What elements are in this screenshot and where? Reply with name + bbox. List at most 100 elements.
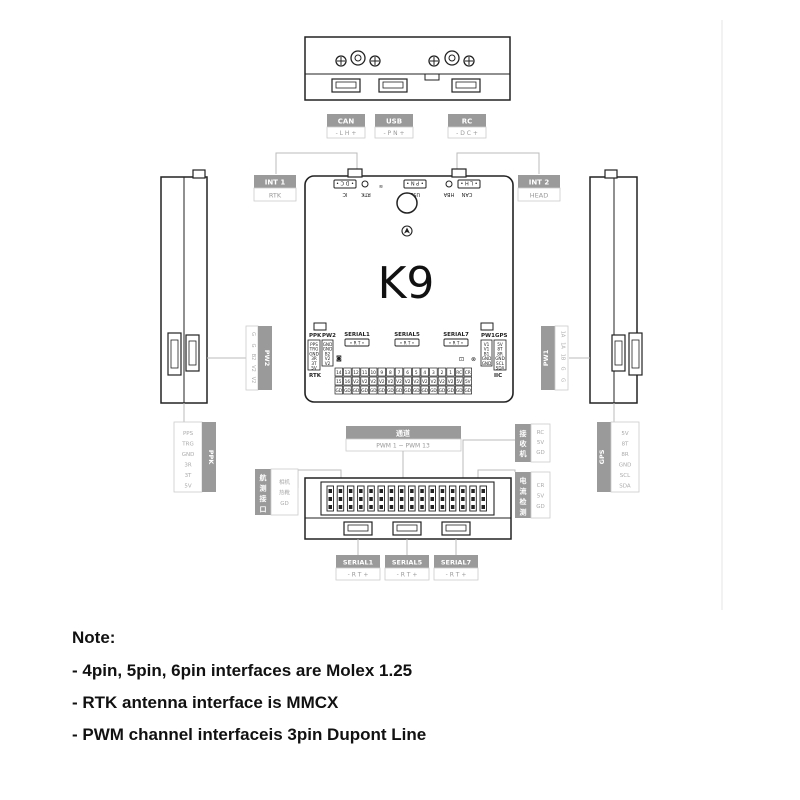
can-label: CAN - L H +: [326, 114, 366, 139]
pwm-pin-cell: [394, 367, 404, 377]
pwm-pin-label: GD: [413, 388, 420, 394]
rc-port: [451, 78, 481, 93]
pwm-pin-label: RC: [456, 370, 462, 376]
pwm-pin-cell: [437, 385, 447, 395]
iic-text: IIC: [494, 373, 502, 379]
board-serial-pins: • R T •: [449, 341, 463, 346]
pwm-pin-cell: [429, 385, 438, 395]
pin-hole: [461, 505, 465, 509]
usb-text: USB: [409, 191, 420, 197]
pwm-pin-cell: [455, 367, 464, 377]
pwm-pin-cell: [437, 367, 447, 377]
pwm-pin-cell: [369, 385, 378, 395]
side-pin-label: GND: [182, 452, 195, 458]
can-label-title: CAN: [338, 118, 355, 126]
pin-hole: [348, 489, 353, 493]
pwm-pin-cell: [412, 385, 421, 395]
pwm-pin-cell: [412, 367, 421, 377]
side-pin-label: GND: [619, 463, 632, 469]
survey-interface-title: 航测接口: [260, 473, 267, 514]
board-serial-port: [344, 338, 370, 347]
board-serial-port: [443, 338, 469, 347]
pin-hole: [328, 505, 332, 509]
gps-pin-label: GND: [495, 356, 505, 361]
pin-hole: [481, 505, 485, 509]
can-port: [331, 78, 361, 93]
pwm-pin-label: 4: [423, 370, 426, 376]
wifi-icon: ≋: [379, 184, 383, 190]
pwm-pin-label: V2: [413, 379, 419, 385]
usb-label-title: USB: [386, 118, 402, 126]
pin-hole: [338, 489, 343, 493]
pwm-pin-cell: [334, 376, 343, 386]
pwm-pin-label: GD: [464, 388, 471, 394]
pw1-text: PW1: [481, 333, 495, 339]
serial-label-pins: - R T +: [397, 572, 418, 579]
pwm-pin-cell: [351, 385, 361, 395]
side-pin-label: 1B: [560, 354, 566, 361]
pwm-pin-cell: [403, 385, 412, 395]
pin-hole: [410, 505, 414, 509]
pwm-pin-label: GD: [344, 388, 351, 394]
pwm-pin-label: V2: [431, 379, 437, 385]
pin-hole: [430, 505, 434, 509]
serial-label-title: SERIAL7: [441, 559, 471, 567]
pwm-pin-label: 11: [362, 370, 368, 376]
pwm-pin-cell: [420, 376, 429, 386]
pwm-pin-cell: [463, 385, 472, 395]
side-pin-label: 5V: [621, 431, 628, 437]
pwm-pin-label: 6: [406, 370, 409, 376]
pwm-pin-label: GD: [387, 388, 394, 394]
side-pin-label: 3T: [185, 473, 192, 479]
side-pin-label: 5V: [537, 494, 544, 500]
side-pin-label: 3R: [184, 463, 191, 469]
pin-hole: [399, 505, 404, 509]
pwm-pin-label: V2: [405, 379, 411, 385]
pwm-pin-cell: [403, 367, 412, 377]
pin-hole: [328, 497, 332, 501]
side-pin-label: G: [560, 367, 566, 371]
camera-icon: ◙: [336, 355, 342, 362]
side-pin-label: G: [560, 378, 566, 382]
side-pin-label: CR: [537, 483, 545, 489]
pwm-pin-label: GD: [361, 388, 368, 394]
pin-hole: [420, 505, 424, 509]
pin-hole: [338, 505, 343, 509]
pin-hole: [359, 505, 363, 509]
can-label-pins: - L H +: [336, 130, 357, 137]
gps-pin-label: 5V: [497, 342, 503, 347]
side-pin-label: GD: [280, 501, 289, 507]
side-pin-label: PPS: [183, 431, 194, 437]
pwm-pin-label: 8: [389, 370, 392, 376]
pwm-pin-label: 7: [398, 370, 401, 376]
pin-hole: [471, 497, 475, 501]
pw2-text: PW2: [322, 333, 336, 339]
pwm-pin-label: CR: [465, 370, 471, 376]
pw1-pin-label: V1: [484, 342, 490, 347]
pwm-pin-label: GD: [439, 388, 446, 394]
cross-icon: ⊗: [471, 356, 476, 363]
pwm-pin-label: V2: [448, 379, 454, 385]
rtk-text: RTK: [361, 191, 371, 197]
pwm-pin-cell: [377, 376, 386, 386]
left-side-module: [160, 169, 208, 404]
right-side-module: [589, 169, 643, 404]
pwm-pin-cell: [394, 376, 404, 386]
pwm-pin-cell: [334, 367, 343, 377]
pwm-pin-cell: [394, 385, 404, 395]
pwm-pin-label: V2: [362, 379, 368, 385]
pwm-pin-cell: [455, 385, 464, 395]
pin-hole: [461, 489, 465, 493]
note-heading: Note:: [72, 628, 116, 647]
pwm-pin-label: 14: [336, 370, 342, 376]
pwm-pin-cell: [463, 367, 472, 377]
pin-hole: [389, 497, 394, 501]
pin-hole: [399, 497, 404, 501]
pin-hole: [359, 489, 363, 493]
pwm-pin-cell: [360, 385, 369, 395]
pwm-pin-label: 15: [336, 379, 342, 385]
